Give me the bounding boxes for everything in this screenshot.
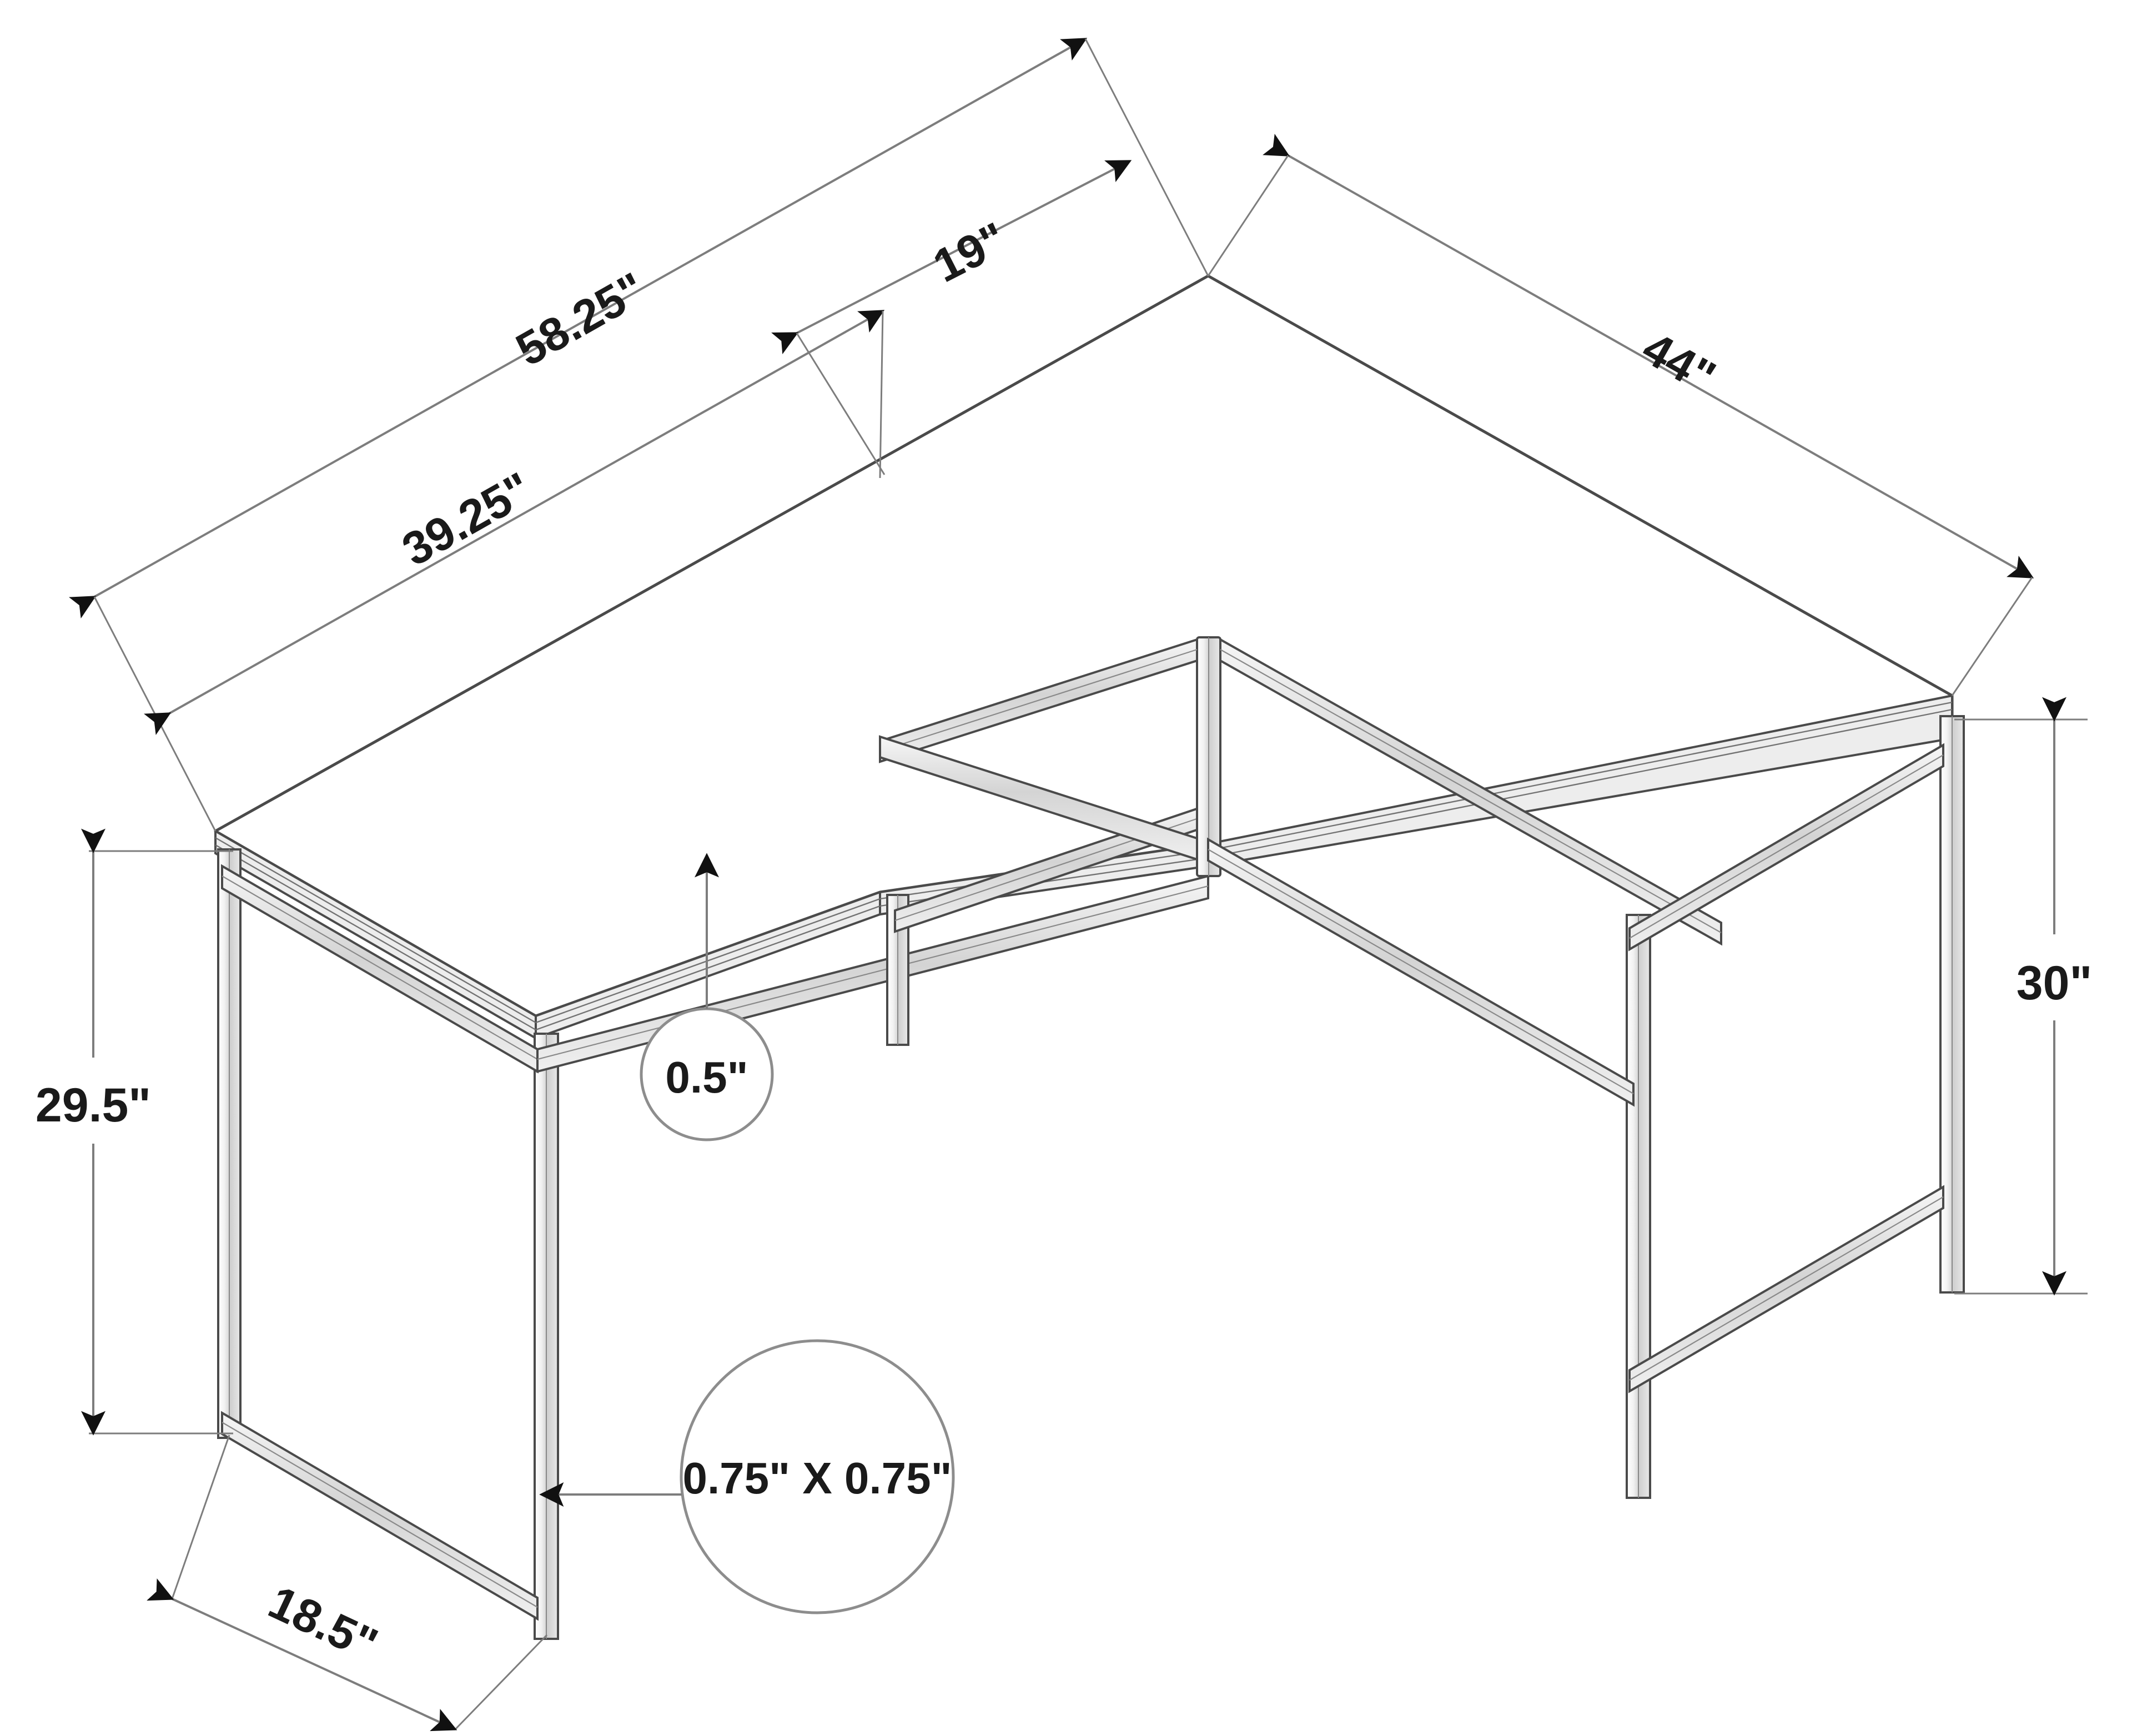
callouts (539, 853, 955, 1614)
rail-corner-lower-left (879, 735, 1198, 861)
dimension-label-30: 30" (2017, 957, 2092, 1010)
callout-label-thickness: 0.5" (665, 1053, 748, 1102)
rail-corner-back-left (879, 638, 1198, 763)
rail-front-right-wing (1207, 837, 1635, 1107)
ext-44-left (1207, 155, 1289, 276)
dimension-label-18-5: 18.5" (261, 1576, 385, 1670)
dimension-label-29-5: 29.5" (36, 1079, 151, 1132)
leg-front-right (1626, 914, 1651, 1499)
ext-18-5-right (454, 1634, 548, 1730)
dimline-19 (771, 160, 1132, 355)
rail-right-lower (1628, 1185, 1944, 1393)
ext-39-25-right (879, 310, 884, 479)
leg-front-left (534, 1033, 559, 1640)
leg-back-left (217, 848, 242, 1439)
dimension-lines (69, 38, 2088, 1732)
rail-right-top (1628, 743, 1944, 952)
callout-circle-tube (680, 1339, 955, 1614)
rail-left-lower (221, 1411, 539, 1621)
leg-corner-center (1196, 636, 1221, 877)
dimension-label-39-25: 39.25" (394, 462, 540, 576)
dimension-label-58-25: 58.25" (507, 262, 654, 376)
dimline-39-25 (144, 310, 885, 735)
dimension-label-19: 19" (925, 212, 1014, 292)
leg-back-right (1939, 715, 1965, 1294)
desk-metal-frame (217, 636, 1965, 1640)
ext-18-5-left (171, 1435, 230, 1599)
dimline-44 (1263, 133, 2034, 578)
ext-19-left (796, 333, 886, 475)
callout-label-tube-profile: 0.75" X 0.75" (682, 1453, 952, 1503)
rail-corner-back-right (1219, 637, 1722, 946)
ext-44-right (1951, 577, 2033, 696)
ext-58-25-right (1084, 38, 1209, 276)
ext-58-25-left (93, 596, 217, 832)
dimension-label-44: 44" (1634, 321, 1724, 403)
dimline-18-5 (147, 1578, 457, 1732)
